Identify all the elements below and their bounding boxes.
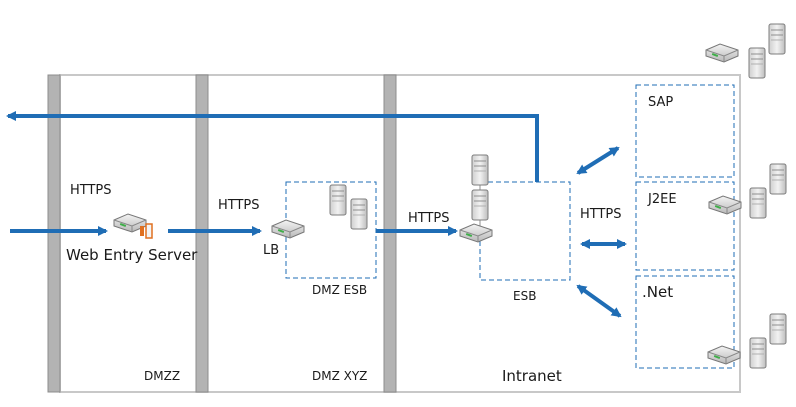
arrow-esb-sap (576, 146, 620, 175)
j2ee-server-icon-2 (749, 187, 767, 219)
label-net: .Net (642, 283, 674, 301)
label-https-2: HTTPS (218, 198, 260, 213)
dmz-esb-server-icon-2 (350, 198, 368, 230)
net-router-icon (707, 345, 741, 365)
arrow-esb-net (576, 284, 622, 318)
label-lb: LB (263, 243, 280, 258)
label-sap: SAP (648, 95, 674, 110)
zones-outer-box (59, 74, 741, 393)
sap-server-icon-2 (748, 47, 766, 79)
sap-box (635, 84, 735, 178)
label-https-3: HTTPS (408, 211, 450, 226)
label-web-entry-server: Web Entry Server (66, 246, 198, 264)
esb-box (479, 181, 571, 281)
firewall-1 (47, 74, 61, 393)
lb-router-icon (271, 219, 305, 239)
j2ee-box (635, 181, 735, 271)
label-esb: ESB (513, 289, 537, 303)
sap-router-icon (705, 43, 739, 63)
firewall-3 (383, 74, 397, 393)
label-dmz-xyz: DMZ XYZ (312, 369, 368, 383)
j2ee-router-icon (708, 195, 742, 215)
esb-server-icon-2 (471, 189, 489, 221)
esb-server-icon-1 (471, 154, 489, 186)
firewall-2 (195, 74, 209, 393)
label-dmz-esb: DMZ ESB (312, 283, 368, 297)
j2ee-server-icon-1 (769, 163, 787, 195)
dmz-esb-server-icon-1 (329, 184, 347, 216)
net-box (635, 275, 735, 369)
net-server-icon-2 (749, 337, 767, 369)
net-server-icon-1 (769, 313, 787, 345)
label-dmzz: DMZZ (144, 369, 181, 383)
label-j2ee: J2EE (648, 192, 677, 207)
label-https-4: HTTPS (580, 207, 622, 222)
web-entry-server-router-icon (113, 213, 153, 239)
label-intranet: Intranet (502, 367, 562, 385)
return-arrow (6, 111, 539, 182)
sap-server-icon-1 (768, 23, 786, 55)
esb-router-icon (459, 223, 493, 243)
label-https-1: HTTPS (70, 183, 112, 198)
